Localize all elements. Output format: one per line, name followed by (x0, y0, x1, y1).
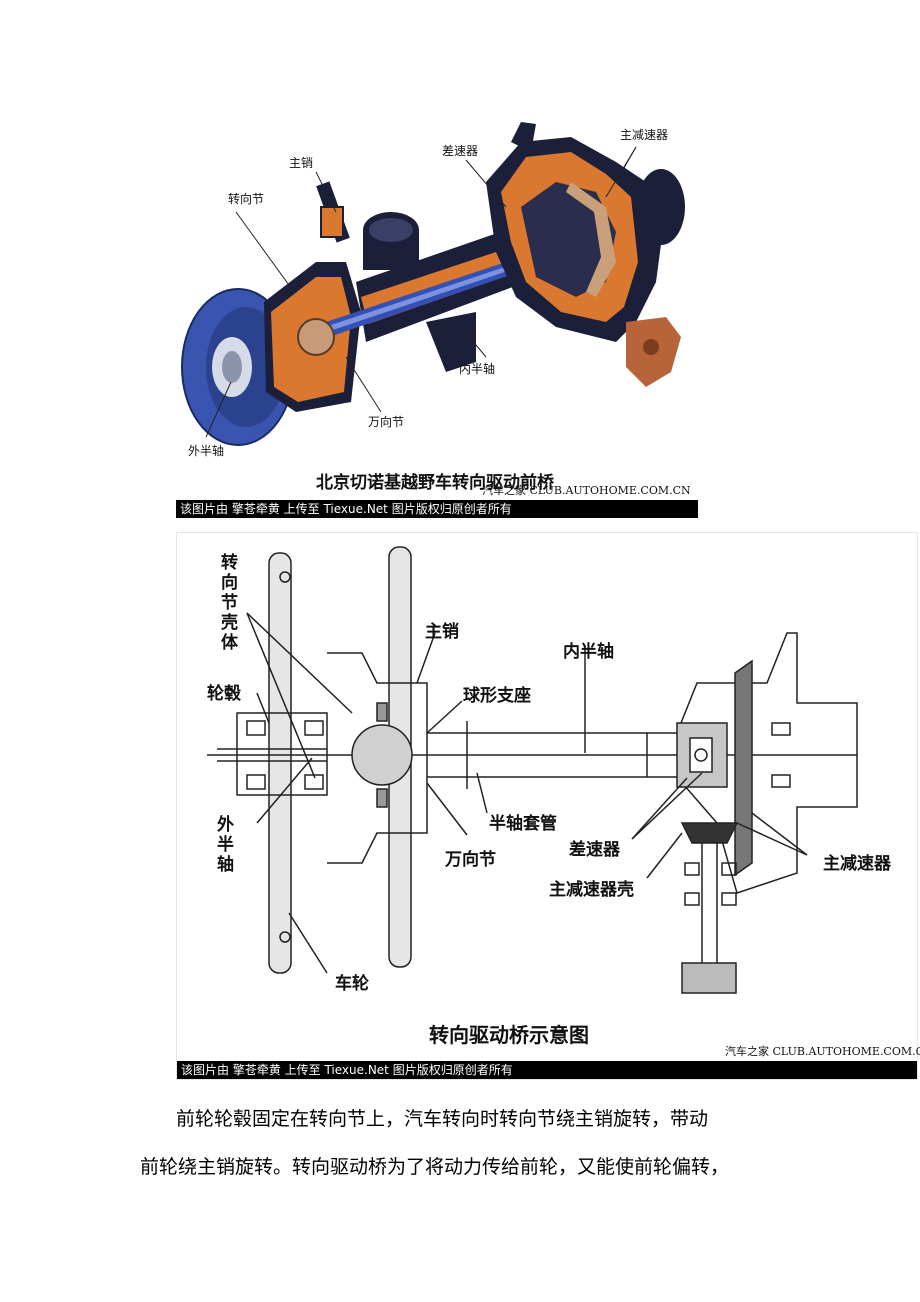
label-reducer-housing: 主减速器壳 (549, 880, 634, 900)
label-kingpin: 主销 (425, 622, 459, 642)
label-main-reducer: 主减速器 (823, 854, 891, 874)
paragraph-line-1: 前轮轮毂固定在转向节上，汽车转向时转向节绕主销旋转，带动 (176, 1108, 709, 1130)
paragraph-line-2: 前轮绕主销旋转。转向驱动桥为了将动力传给前轮，又能使前轮偏转， (140, 1156, 730, 1178)
label-wheel: 车轮 (335, 974, 369, 994)
figure2-watermark: 汽车之家 CLUB.AUTOHOME.COM.CN (725, 1045, 920, 1058)
figure-cutaway-axle: 转向节 主销 差速器 主减速器 内半轴 万向节 外半轴 北京切诺基越野车转向驱动… (176, 112, 698, 518)
figure1-watermark: 汽车之家 CLUB.AUTOHOME.COM.CN (482, 484, 691, 497)
figure1-caption: 该图片由 擎苍牵黄 上传至 Tiexue.Net 图片版权归原创者所有 (176, 500, 698, 518)
label-outer-half-shaft: 外半轴 (188, 444, 225, 458)
label-universal-joint: 万向节 (368, 415, 405, 429)
label-outer-half-shaft: 外半轴 (217, 815, 234, 875)
figure-schematic-axle: 转向节壳体 轮毂 主销 球形支座 内半轴 外半轴 半轴套管 万向节 差速器 主减… (176, 532, 920, 1080)
label-main-reducer: 主减速器 (620, 128, 669, 142)
label-kingpin: 主销 (289, 156, 314, 170)
figure2-caption: 该图片由 擎苍牵黄 上传至 Tiexue.Net 图片版权归原创者所有 (177, 1061, 917, 1079)
axle-cutaway-illustration (181, 122, 685, 446)
label-ball-support: 球形支座 (463, 686, 531, 706)
label-universal-joint: 万向节 (445, 850, 496, 870)
label-differential: 差速器 (569, 840, 620, 860)
label-inner-half-shaft: 内半轴 (563, 642, 614, 662)
label-knuckle-housing: 转向节壳体 (221, 553, 238, 653)
label-differential: 差速器 (442, 144, 479, 158)
label-wheel-hub: 轮毂 (207, 684, 241, 704)
label-steering-knuckle: 转向节 (228, 192, 265, 206)
label-inner-half-shaft: 内半轴 (459, 362, 496, 376)
label-shaft-sleeve: 半轴套管 (489, 814, 557, 834)
axle-schematic-drawing (207, 546, 858, 994)
figure2-title: 转向驱动桥示意图 (429, 1023, 589, 1047)
figure1-title: 北京切诺基越野车转向驱动前桥 (316, 473, 554, 493)
